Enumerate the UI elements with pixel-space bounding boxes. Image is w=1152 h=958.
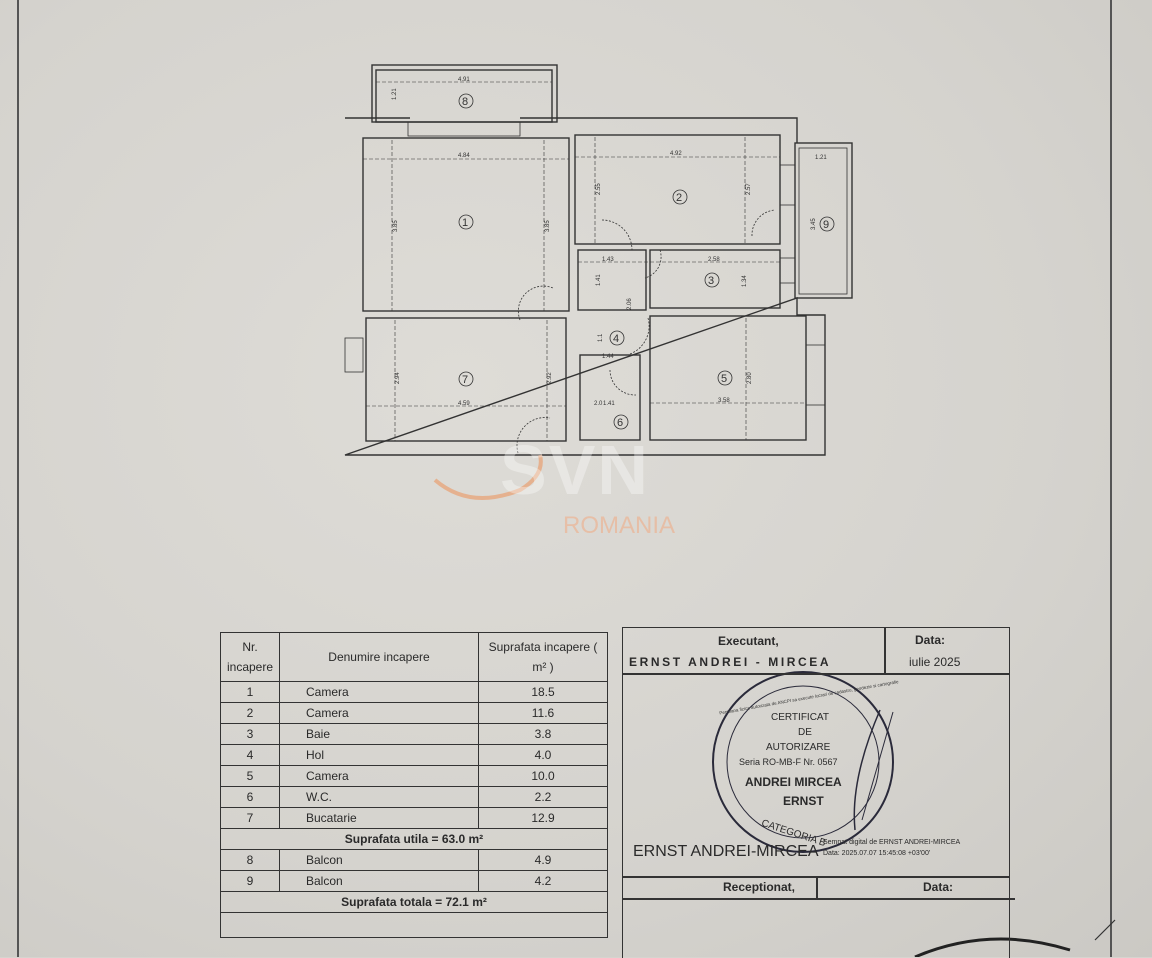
svg-text:2.58: 2.58: [708, 257, 720, 263]
date-label-2: Data:: [923, 880, 954, 894]
watermark-swoosh-icon: [433, 454, 543, 500]
room-5-outline: [649, 315, 807, 441]
stamp-line: ANDREI MIRCEA: [745, 775, 842, 789]
stamp-line: ERNST: [783, 794, 824, 808]
authorization-stamp-icon: [712, 671, 894, 853]
svg-text:1.41: 1.41: [596, 274, 602, 286]
svg-text:3.58: 3.58: [718, 398, 730, 404]
digital-signature-date: Data: 2025.07.07 15:45:08 +03'00': [823, 850, 931, 857]
room-number-5: 5: [721, 373, 727, 385]
watermark-country: ROMANIA: [563, 512, 676, 539]
svg-text:2.80: 2.80: [747, 372, 753, 384]
svg-text:1.34: 1.34: [742, 275, 748, 287]
svg-text:4.91: 4.91: [458, 77, 470, 83]
room-number-4: 4: [613, 333, 619, 345]
signer-name: ERNST ANDREI-MIRCEA: [633, 843, 819, 860]
svg-text:1.41: 1.41: [603, 401, 615, 407]
svg-text:4.84: 4.84: [458, 153, 470, 159]
digital-signature: Semnat digital de ERNST ANDREI-MIRCEA: [823, 839, 961, 846]
svg-text:3.85: 3.85: [393, 220, 399, 232]
header-area: Suprafata incapere ( m² ): [478, 632, 608, 682]
svg-text:3.85: 3.85: [545, 220, 551, 232]
receptionat-label: Receptionat,: [723, 880, 796, 894]
header-nr: Nr. incapere: [220, 632, 280, 682]
svg-text:4.59: 4.59: [458, 401, 470, 407]
watermark-brand: SVN: [500, 431, 650, 509]
room-number-2: 2: [676, 192, 682, 204]
dimension-labels: 4.91 1.21 4.84 3.85 3.85 4.92 2.55 2.57 …: [392, 77, 827, 407]
room-number-6: 6: [617, 417, 623, 429]
room-1-outline: [362, 137, 570, 312]
svg-text:2.06: 2.06: [627, 298, 633, 310]
total-area-row: Suprafata totala = 72.1 m²: [220, 891, 608, 913]
hall-outline: [577, 249, 647, 311]
room-number-3: 3: [708, 275, 714, 287]
executant-label: Executant,: [718, 634, 779, 648]
svg-text:2.55: 2.55: [596, 183, 602, 195]
stamp-line: DE: [798, 727, 812, 738]
balcony-8-outline: [371, 64, 558, 123]
svg-text:3.45: 3.45: [811, 218, 817, 230]
outer-wall: [344, 117, 826, 456]
room-6-outline: [579, 354, 641, 441]
svg-text:2.92: 2.92: [547, 372, 553, 384]
useful-area-row: Suprafata utila = 63.0 m²: [220, 828, 608, 850]
room-number-1: 1: [462, 217, 468, 229]
svg-text:2.94: 2.94: [395, 372, 401, 384]
stamp-line: CERTIFICAT: [771, 712, 829, 723]
balcony-8-window: [407, 121, 521, 137]
room-number-8: 8: [462, 96, 468, 108]
svg-text:1.21: 1.21: [392, 88, 398, 100]
partial-stamp-icon: [914, 937, 1071, 957]
room-7-outline: [365, 317, 567, 442]
stamp-line: Seria RO-MB-F Nr. 0567: [739, 757, 838, 767]
page-border-right: [1110, 0, 1112, 957]
svg-text:2.0: 2.0: [594, 401, 603, 407]
date-value: iulie 2025: [909, 655, 961, 669]
stamp-ring-text: Persoana fizica autorizata de ANCPI sa e…: [718, 679, 899, 716]
date-label: Data:: [915, 633, 946, 647]
svg-text:2.57: 2.57: [746, 183, 752, 195]
stamp-line: AUTORIZARE: [766, 742, 831, 753]
signature-icon: [853, 709, 881, 831]
header-name: Denumire incapere: [279, 632, 479, 682]
svg-text:1.21: 1.21: [815, 155, 827, 161]
executant-box: Executant, ERNST ANDREI - MIRCEA Data: i…: [622, 627, 1015, 958]
page-border-left: [17, 0, 19, 957]
balcony-9-outline: [794, 142, 853, 299]
svg-text:4.92: 4.92: [670, 151, 682, 157]
svg-text:1.44: 1.44: [602, 354, 614, 360]
svg-text:1.43: 1.43: [602, 257, 614, 263]
svg-text:1.1: 1.1: [598, 333, 604, 342]
executant-name: ERNST ANDREI - MIRCEA: [629, 655, 832, 669]
room-number-7: 7: [462, 374, 468, 386]
rooms-table: Nr. incapere Denumire incapere Suprafata…: [220, 632, 608, 938]
room-numbers: 1 2 3 4 5 6 7 8 9: [458, 93, 835, 430]
room-number-9: 9: [823, 219, 829, 231]
